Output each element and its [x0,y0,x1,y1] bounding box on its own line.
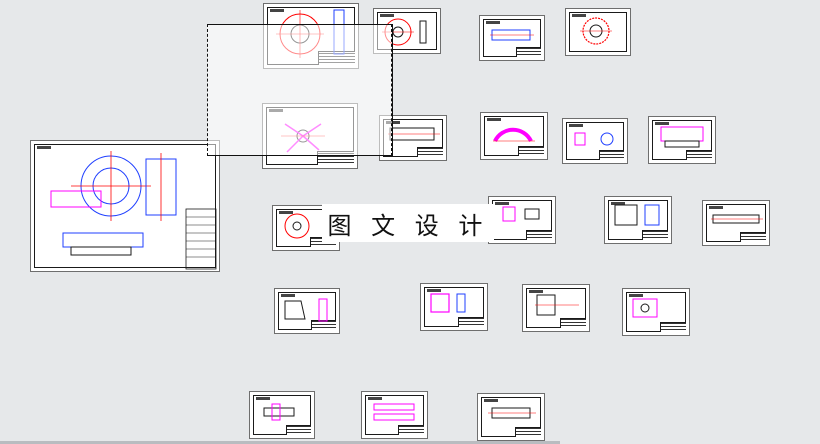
drawing-sheet-17[interactable] [622,288,690,336]
drawing-sheet-20[interactable] [477,393,545,441]
sleeve-view-icon [488,407,536,419]
gear-view-icon [580,17,612,45]
drawing-sheet-4[interactable] [565,8,631,56]
drawing-sheet-15[interactable] [420,283,488,331]
arc-segment-view-icon [493,127,535,142]
selection-window[interactable] [207,24,392,156]
housing-view-icon [660,126,704,148]
plate-view-icon [490,29,534,41]
bracket-view-icon [574,132,614,146]
watermark-label: 图 文 设 计 [322,204,494,242]
frame-view-icon [614,204,660,226]
selection-edge [392,24,393,156]
pin-view-icon [373,403,415,421]
drawing-sheet-7[interactable] [480,112,548,160]
selection-edge [207,155,392,156]
disc-view-icon [284,213,310,239]
lever-view-icon [284,298,328,322]
drawing-sheet-13[interactable] [702,200,770,246]
drawing-sheet-19[interactable] [361,391,428,439]
drawing-sheet-8[interactable] [562,118,628,164]
drawing-sheet-assembly[interactable] [30,140,220,272]
assembly-view-icon [50,151,217,270]
drawing-sheet-11[interactable] [488,196,556,244]
drawing-sheet-18[interactable] [249,391,315,439]
drawing-sheet-3[interactable] [479,15,545,61]
drawing-sheet-9[interactable] [648,116,716,164]
drawing-sheet-14[interactable] [274,288,340,334]
drawing-sheet-12[interactable] [604,196,672,244]
selection-edge [207,24,392,25]
base-view-icon [632,298,658,318]
block-view-icon [430,293,466,313]
bearing-seat-view-icon [535,294,579,316]
layout-tab-strip[interactable] [0,441,560,444]
drawing-sheet-16[interactable] [522,284,590,332]
clamp-view-icon [502,206,540,222]
rod-view-icon [263,403,295,421]
spindle-view-icon [711,214,763,224]
